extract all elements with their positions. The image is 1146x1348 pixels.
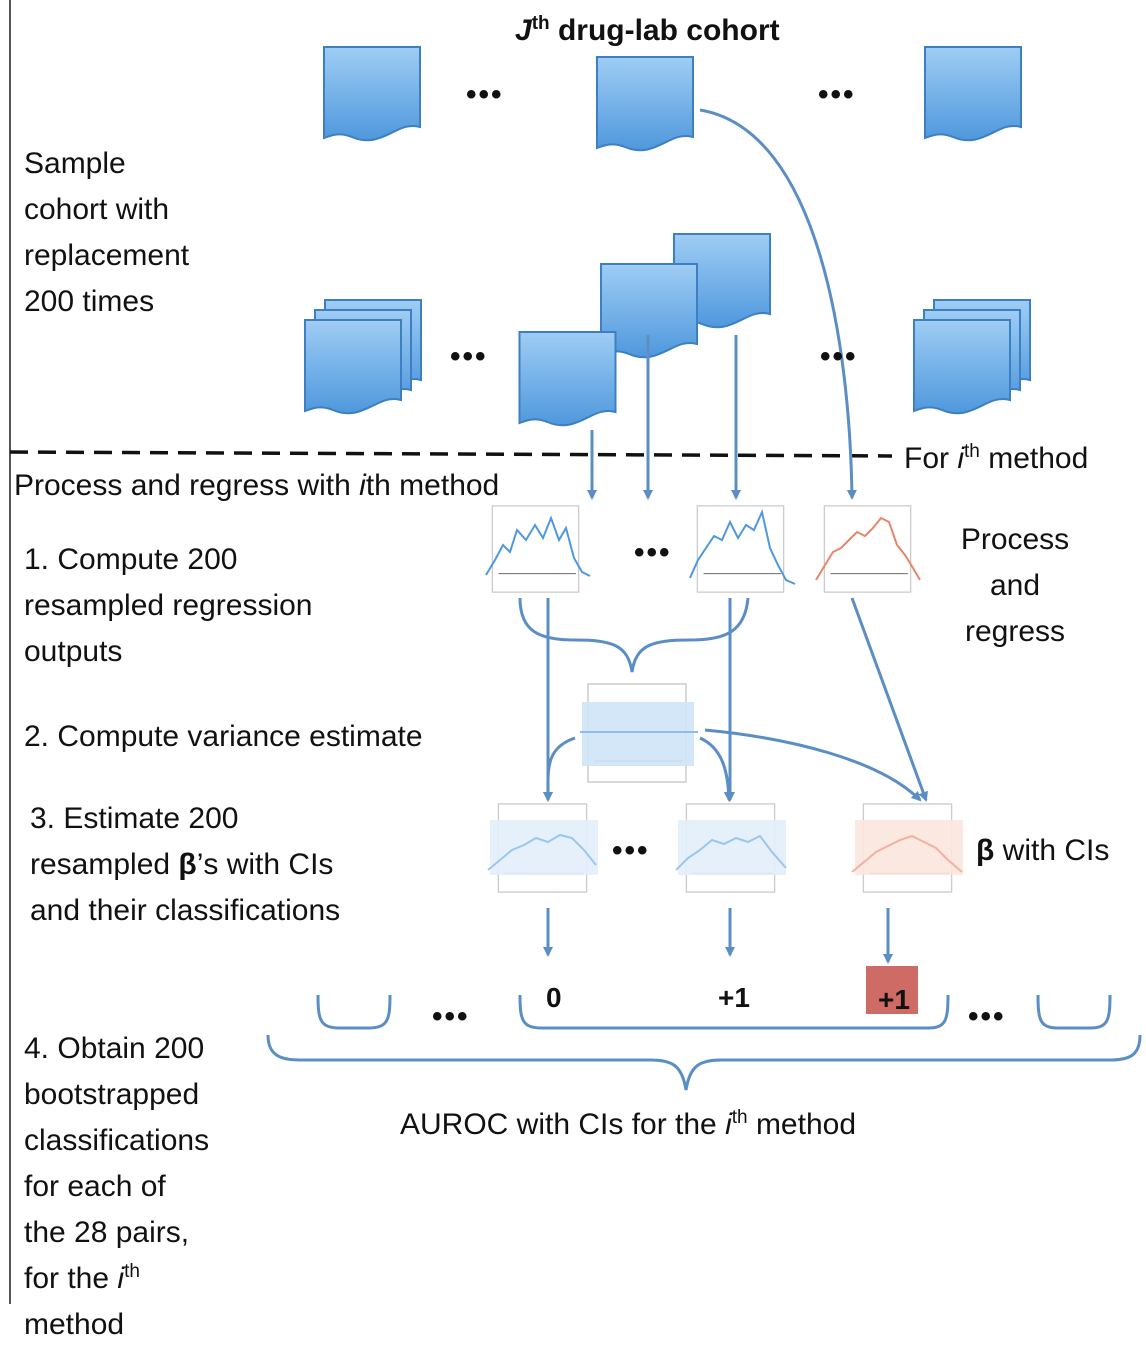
arrow-icon [699, 736, 734, 802]
line-plot-icon [485, 505, 591, 593]
auroc-label: AUROC with CIs for the ith method [400, 1107, 857, 1141]
arrow-icon [542, 736, 576, 802]
ellipsis: ••• [820, 340, 858, 373]
classification-value: +1 [718, 982, 750, 1013]
document-stack-icon [303, 298, 423, 415]
ellipsis: ••• [466, 78, 504, 111]
ellipsis: ••• [818, 78, 856, 111]
highlight-box [866, 966, 918, 1014]
arrow-icon [704, 728, 922, 802]
brace-icon [266, 1034, 1142, 1091]
line-plot-icon [851, 803, 963, 893]
line-plot-icon [487, 803, 598, 893]
ellipsis: ••• [450, 340, 488, 373]
document-icon [595, 55, 695, 152]
step1-label: 1. Compute 200 resampled regression outp… [24, 543, 313, 668]
variance-plot-icon [580, 683, 698, 783]
beta-cis-label: β with CIs [976, 834, 1110, 867]
ellipsis: ••• [634, 536, 672, 569]
ellipsis: ••• [612, 834, 650, 867]
brace-icon [316, 994, 392, 1030]
arrow-icon [699, 108, 857, 500]
process-regress-label: Process and regress [960, 523, 1070, 648]
brace-icon [1036, 994, 1112, 1030]
title-var: J [515, 14, 532, 47]
document-icon [322, 45, 422, 142]
left-border [9, 0, 11, 1304]
for-method-label: For ith method [904, 441, 1089, 475]
step3-label: 3. Estimate 200 resampled β’s with CIs a… [30, 802, 341, 927]
step4-label: 4. Obtain 200 bootstrapped classificatio… [24, 1032, 210, 1341]
process-step-label: Process and regress with ith method [14, 469, 500, 502]
classification-value: 0 [546, 982, 562, 1013]
bootstrap-diagram: Jth drug-lab cohort ••• ••• ••• ••• ••• … [9, 0, 1142, 1341]
classification-value: +1 [878, 984, 910, 1015]
diagram-title: Jth drug-lab cohort [515, 14, 780, 48]
title-sup: th [531, 13, 550, 34]
line-plot-icon [815, 505, 921, 593]
document-icon [518, 330, 617, 427]
method-divider-line [9, 450, 893, 458]
line-plot-icon [675, 803, 787, 893]
sample-step-label: Sample cohort with replacement 200 times [24, 147, 190, 318]
line-plot-icon [689, 505, 796, 593]
arrow-icon [850, 597, 928, 802]
ellipsis: ••• [968, 1000, 1006, 1033]
title-text: drug-lab cohort [549, 14, 780, 47]
document-stack-icon [912, 298, 1032, 415]
step2-label: 2. Compute variance estimate [24, 720, 423, 753]
brace-icon [518, 597, 750, 673]
document-icon [923, 45, 1023, 142]
diagram-canvas [9, 45, 1142, 1091]
ellipsis: ••• [432, 1000, 470, 1033]
brace-icon [518, 994, 950, 1030]
